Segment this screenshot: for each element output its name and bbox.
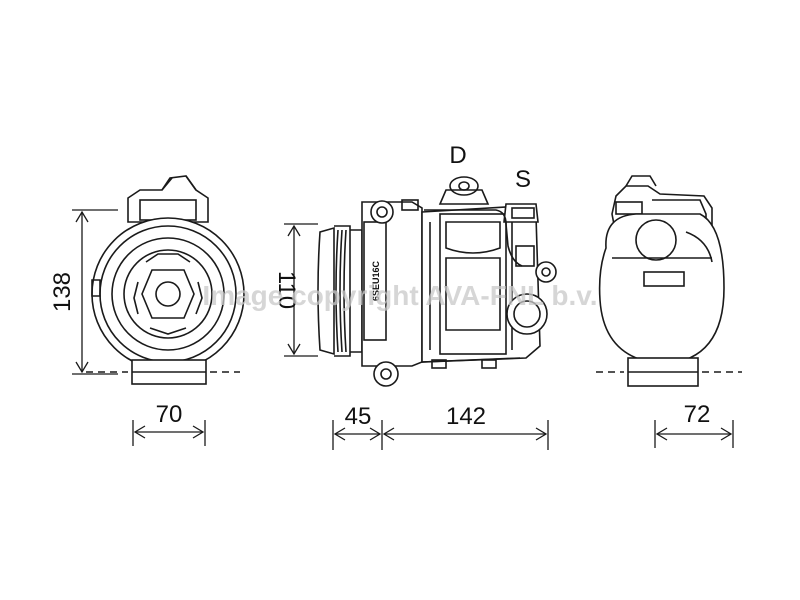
- dim-138: 138: [49, 272, 76, 312]
- rear-body: [598, 213, 725, 365]
- rear-valve: [635, 219, 677, 261]
- port-label-suction: S: [515, 166, 531, 193]
- dimension-front-height: 138: [49, 209, 118, 375]
- dimension-side-height: 110: [273, 223, 318, 357]
- part-label-panel: [363, 221, 387, 341]
- part-marking: 6SEU16C: [371, 260, 381, 301]
- dimension-front-width: 70: [132, 401, 206, 446]
- dimension-rear-width: 72: [654, 401, 734, 448]
- dimension-body-length: 142: [382, 403, 549, 450]
- side-view: 6SEU16C: [317, 176, 557, 387]
- discharge-port: [438, 189, 490, 205]
- dim-142: 142: [446, 403, 486, 430]
- watermark: Image copyright AVA-FNL b.v.: [202, 280, 597, 311]
- dimension-pulley-depth: 45: [332, 403, 383, 450]
- dim-110: 110: [273, 271, 300, 309]
- dim-70: 70: [156, 401, 183, 428]
- rear-view: [596, 175, 742, 387]
- dim-45: 45: [345, 403, 372, 430]
- dim-72: 72: [684, 401, 711, 428]
- port-label-discharge: D: [449, 142, 466, 169]
- front-view: [86, 175, 245, 385]
- suction-port: [503, 203, 539, 223]
- side-pulley: [317, 226, 335, 356]
